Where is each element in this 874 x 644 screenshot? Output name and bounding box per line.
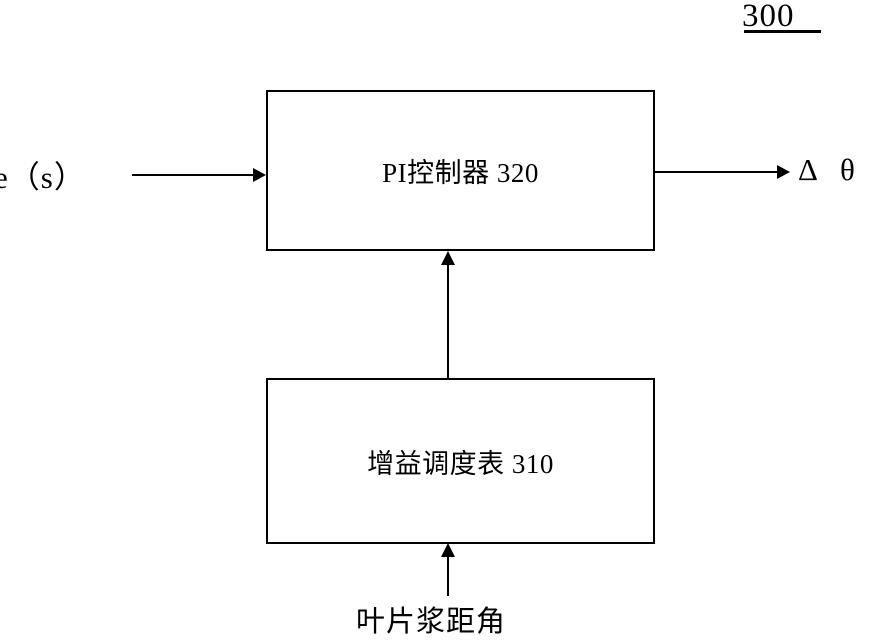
figure-number: 300 — [742, 0, 795, 34]
pitch-to-gain-arrow-line — [447, 556, 449, 596]
figure-number-underline — [744, 30, 821, 33]
input-signal-label: e（s） — [0, 160, 86, 195]
output-arrow-head — [777, 165, 790, 179]
block-gain-schedule-table[interactable]: 增益调度表 310 — [266, 378, 655, 544]
input-arrow-head — [253, 168, 266, 182]
block-pi-controller[interactable]: PI控制器 320 — [266, 90, 655, 251]
gain-to-pi-arrow-head — [441, 251, 455, 265]
gain-to-pi-arrow-line — [447, 264, 449, 380]
block-gain-schedule-table-label: 增益调度表 310 — [367, 448, 554, 479]
block-pi-controller-label: PI控制器 320 — [382, 158, 539, 188]
pitch-angle-input-label: 叶片浆距角 — [356, 606, 507, 638]
pitch-to-gain-arrow-head — [441, 543, 455, 557]
input-arrow-line — [132, 174, 254, 176]
output-arrow-line — [655, 171, 779, 173]
output-signal-label: Δ θ — [798, 152, 863, 187]
